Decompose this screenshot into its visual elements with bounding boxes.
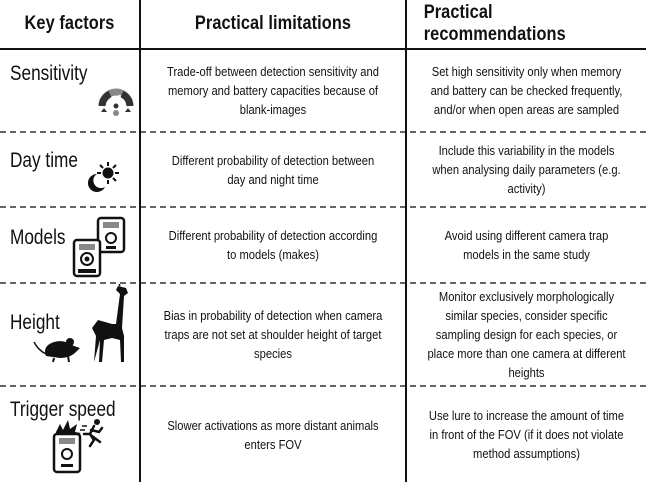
header-practical-recommendations: Practical recommendations	[423, 2, 566, 45]
header-divider	[0, 48, 646, 50]
factor-height: Height	[10, 311, 60, 334]
limitation-day-time: Different probability of detection betwe…	[171, 152, 375, 187]
row-divider	[0, 206, 646, 208]
factor-trigger-speed: Trigger speed	[10, 398, 116, 421]
row-divider	[0, 385, 646, 387]
camera-trap-models-icon	[72, 216, 126, 278]
factor-models: Models	[10, 226, 66, 249]
column-divider	[405, 0, 407, 482]
limitation-trigger-speed: Slower activations as more distant anima…	[167, 417, 379, 452]
mouse-giraffe-icon	[33, 284, 128, 363]
recommendation-height: Monitor exclusively morphologically simi…	[427, 289, 626, 380]
header-key-factors: Key factors	[24, 13, 115, 34]
limitation-height: Bias in probability of detection when ca…	[163, 308, 383, 361]
sensitivity-gauge-icon	[98, 88, 134, 116]
factor-sensitivity: Sensitivity	[10, 62, 88, 85]
trigger-camera-runner-icon	[52, 419, 104, 474]
limitation-sensitivity: Trade-off between detection sensitivity …	[167, 64, 379, 117]
recommendation-day-time: Include this variability in the models w…	[432, 143, 621, 196]
limitation-models: Different probability of detection accor…	[168, 228, 378, 262]
column-divider	[139, 0, 141, 482]
sun-moon-icon	[88, 162, 119, 192]
header-practical-limitations: Practical limitations	[194, 13, 352, 34]
row-divider	[0, 282, 646, 284]
recommendation-models: Avoid using different camera trap models…	[444, 228, 609, 262]
row-divider	[0, 131, 646, 133]
recommendation-trigger-speed: Use lure to increase the amount of time …	[428, 408, 625, 461]
factor-day-time: Day time	[10, 149, 78, 172]
recommendation-sensitivity: Set high sensitivity only when memory an…	[430, 64, 623, 117]
